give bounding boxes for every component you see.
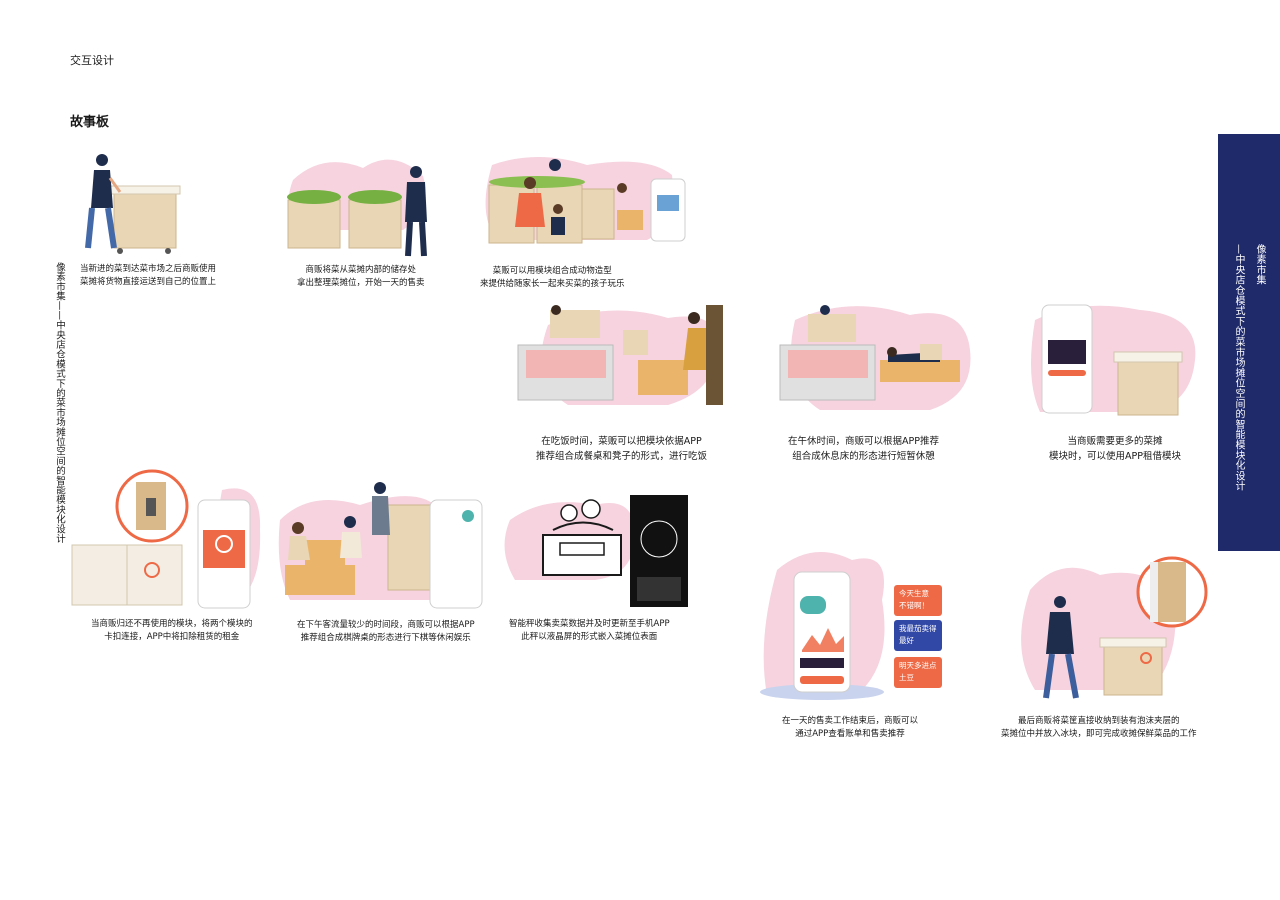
chat-bubble-3: 明天多进点 土豆: [894, 657, 942, 688]
storyboard-panel-1: 当新进的菜到达菜市场之后商贩使用 菜摊将货物直接运送到自己的位置上: [80, 150, 220, 290]
panel-1-caption: 当新进的菜到达菜市场之后商贩使用 菜摊将货物直接运送到自己的位置上: [80, 264, 217, 287]
illustration-meal-table: [517, 305, 723, 405]
storyboard-panel-3: 菜贩可以用模块组合成动物造型 来提供给随家长一起来买菜的孩子玩乐: [477, 155, 697, 290]
side-title-line1: 像素市集: [1254, 244, 1265, 286]
illustration-end-of-day-app: [760, 552, 885, 700]
page-title: 故事板: [70, 115, 110, 130]
panel-5-caption: 在午休时间，商贩可以根据APP推荐 组合成休息床的形态进行短暂休憩: [788, 436, 939, 462]
side-title-line2: —中央店仓模式下的菜市场摊位空间的智能模块化设计: [1233, 244, 1244, 492]
storyboard-panel-10: 今天生意 不错啊！ 我最茄卖得 最好 明天多进点 土豆 在一天的售卖工作结束后，…: [760, 540, 972, 745]
illustration-rent-module-app: [1031, 304, 1196, 416]
storyboard-panel-4: 在吃饭时间，菜贩可以把模块依据APP 推荐组合成餐桌和凳子的形式，进行吃饭: [517, 300, 723, 470]
storyboard-panel-6: 当商贩需要更多的菜摊 模块时，可以使用APP租借模块: [1030, 300, 1200, 470]
illustration-chess-table: [278, 482, 483, 609]
panel-2-caption: 商贩将菜从菜摊内部的储存处 拿出整理菜摊位，开始一天的售卖: [297, 265, 425, 288]
vertical-project-title: 像素市集——中央店仓模式下的菜市场摊位空间的智能模块化设计: [54, 262, 65, 544]
panel-7-caption: 当商贩归还不再使用的模块，将两个模块的 卡扣连接，APP中将扣除租赁的租金: [91, 619, 253, 642]
illustration-smart-scale: [504, 495, 688, 607]
illustration-nap-bed: [779, 305, 971, 410]
panel-10-caption: 在一天的售卖工作结束后，商贩可以 通过APP查看账单和售卖推荐: [782, 716, 919, 739]
storyboard-panel-5: 在午休时间，商贩可以根据APP推荐 组合成休息床的形态进行短暂休憩: [779, 300, 980, 470]
illustration-return-modules: [71, 469, 261, 609]
storyboard-panel-9: 智能秤收集卖菜数据并及时更新至手机APP 此秤以液晶屏的形式嵌入菜摊位表面: [504, 495, 695, 645]
storyboard-panel-2: 商贩将菜从菜摊内部的储存处 拿出整理菜摊位，开始一天的售卖: [283, 150, 433, 290]
illustration-produce-stalls: [287, 159, 427, 257]
illustration-vendor-pushing-cart: [85, 154, 181, 254]
storyboard-panel-11: 最后商贩将菜筐直接收纳到装有泡沫夹层的 菜摊位中并放入冰块，即可完成收摊保鲜菜品…: [1000, 550, 1210, 745]
illustration-animal-modules: [485, 157, 686, 244]
panel-6-caption: 当商贩需要更多的菜摊 模块时，可以使用APP租借模块: [1049, 436, 1181, 462]
storyboard-panel-7: 当商贩归还不再使用的模块，将两个模块的 卡扣连接，APP中将扣除租赁的租金: [71, 469, 262, 645]
side-title-panel: 像素市集 —中央店仓模式下的菜市场摊位空间的智能模块化设计: [1218, 134, 1280, 551]
panel-11-caption: 最后商贩将菜筐直接收纳到装有泡沫夹层的 菜摊位中并放入冰块，即可完成收摊保鲜菜品…: [1001, 716, 1197, 739]
panel-3-caption: 菜贩可以用模块组合成动物造型 来提供给随家长一起来买菜的孩子玩乐: [480, 266, 625, 289]
panel-9-caption: 智能秤收集卖菜数据并及时更新至手机APP 此秤以液晶屏的形式嵌入菜摊位表面: [509, 619, 670, 642]
chat-bubble-2: 我最茄卖得 最好: [894, 620, 942, 651]
panel-4-caption: 在吃饭时间，菜贩可以把模块依据APP 推荐组合成餐桌和凳子的形式，进行吃饭: [536, 436, 708, 462]
illustration-pack-up-stall: [1021, 556, 1208, 699]
storyboard-panel-8: 在下午客流量较少的时间段，商贩可以根据APP 推荐组合成棋牌桌的形态进行下棋等休…: [278, 480, 490, 645]
section-label: 交互设计: [70, 54, 114, 67]
chat-bubble-1: 今天生意 不错啊！: [894, 585, 942, 616]
panel-8-caption: 在下午客流量较少的时间段，商贩可以根据APP 推荐组合成棋牌桌的形态进行下棋等休…: [297, 620, 475, 643]
